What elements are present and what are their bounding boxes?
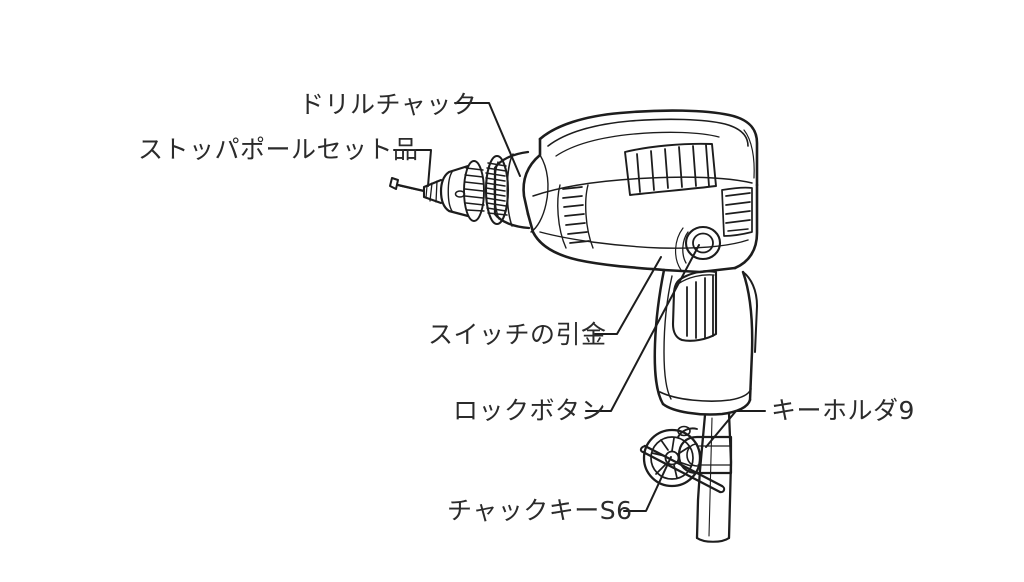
leader-lock-button [585, 244, 700, 412]
rear-vent-panel [624, 142, 717, 196]
label-drill-chuck: ドリルチャック [299, 90, 478, 119]
drill-chuck [422, 154, 510, 226]
lock-button [675, 225, 722, 271]
label-key-holder: キーホルダ9 [771, 396, 915, 425]
leader-switch-trigger [594, 256, 662, 335]
label-switch-trigger: スイッチの引金 [428, 320, 607, 349]
leader-lines [393, 102, 766, 512]
leader-stopper-pole [393, 149, 432, 187]
side-vent-panel [721, 186, 753, 237]
switch-trigger [671, 270, 718, 342]
leader-chuck-key [623, 456, 672, 512]
drill-handle [653, 268, 758, 416]
label-stopper-pole-set: ストッパポールセット品 [138, 135, 419, 164]
chuck-key [639, 425, 726, 494]
drill-body [522, 109, 759, 274]
front-vent-slots [557, 184, 594, 249]
leader-key-holder [705, 410, 766, 448]
label-lock-button: ロックボタン [453, 396, 607, 425]
leader-drill-chuck [454, 102, 521, 177]
stopper-pole-set [389, 177, 426, 193]
power-cord [695, 411, 733, 543]
label-chuck-key: チャックキーS6 [447, 496, 633, 525]
